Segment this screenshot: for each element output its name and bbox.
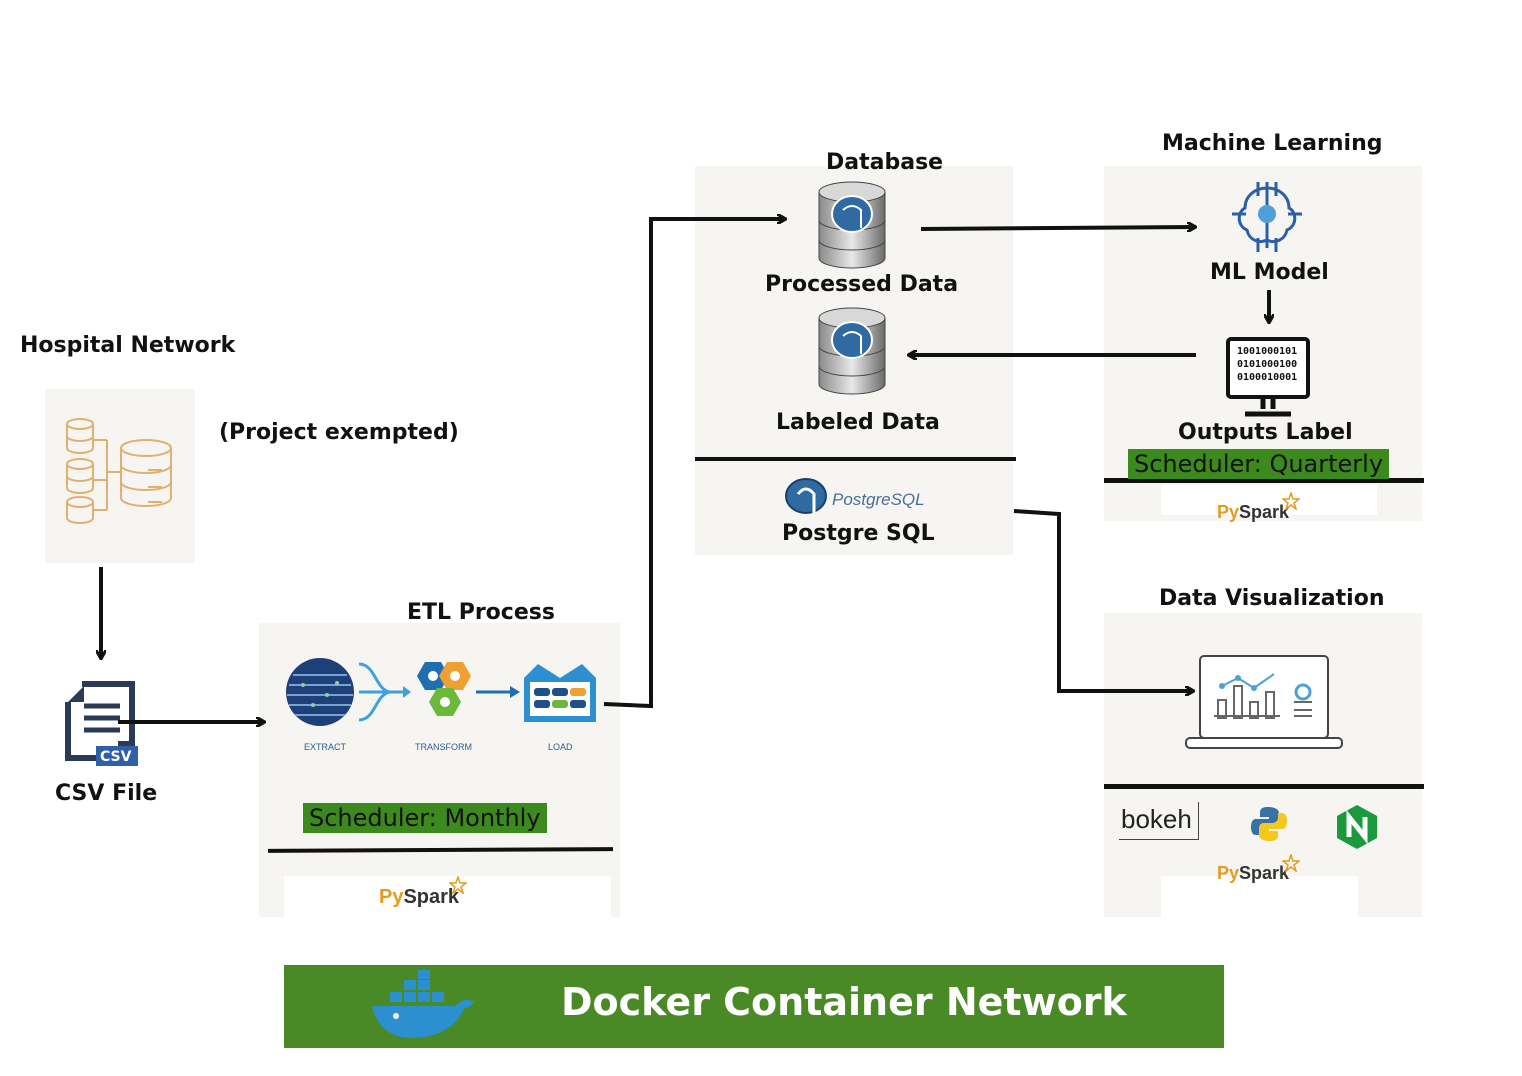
etl-pyspark-logo: PySpark [379,886,459,909]
viz-title: Data Visualization [1159,586,1385,611]
bokeh-underline [1119,839,1199,840]
etl-pyspark-spark: Spark [403,886,460,908]
viz-spark-star-icon [1282,854,1300,872]
viz-pyspark-py: Py [1217,863,1240,883]
ml-pyspark-spark: Spark [1239,502,1290,522]
ml-pyspark-logo: PySpark [1217,502,1289,523]
etl-title: ETL Process [407,600,555,625]
transform-arrow-icon [476,686,520,698]
docker-label: Docker Container Network [561,980,1127,1024]
load-warehouse-icon [524,664,596,722]
ml-pyspark-py: Py [1217,502,1240,522]
postgres-to-viz-arrow [1013,509,1193,691]
csv-badge-text: CSV [100,749,132,765]
etl-step-transform: TRANSFORM [415,742,472,752]
postgresql-engine-label: Postgre SQL [782,521,935,546]
processed-data-label: Processed Data [765,272,959,297]
ml-model-label: ML Model [1210,260,1329,285]
python-logo-icon [1251,807,1287,841]
extract-globe-icon [286,658,354,726]
etl-step-extract: EXTRACT [304,742,347,752]
laptop-dashboard-icon [1185,655,1343,749]
bokeh-logo: bokeh [1121,804,1192,834]
hospital-note: (Project exempted) [219,420,459,445]
transform-gears-icon [417,662,471,716]
binary-line-3: 0100010001 [1237,372,1298,383]
database-divider [695,457,1016,461]
etl-tool-box [284,876,611,917]
postgresql-logo-text: PostgreSQL [832,490,925,509]
docker-whale-icon [372,970,474,1038]
ml-scheduler: Scheduler: Quarterly [1128,449,1390,479]
etl-scheduler: Scheduler: Monthly [303,803,547,833]
viz-tool-box [1161,876,1358,917]
processed-db-icon [818,181,886,269]
etl-spark-star-icon [449,876,467,894]
binary-line-2: 0101000100 [1237,359,1298,370]
etl-step-load: LOAD [548,742,573,752]
ml-brain-icon [1232,182,1302,252]
ml-spark-star-icon [1282,492,1300,510]
database-to-ml-arrow [920,227,1195,229]
bokeh-bar [1198,802,1199,840]
viz-pyspark-logo: PySpark [1217,863,1289,884]
nginx-logo-icon [1337,805,1377,849]
viz-pyspark-spark: Spark [1239,863,1290,883]
csv-file-icon [65,681,138,766]
hospital-title: Hospital Network [20,333,236,358]
ml-divider [1104,478,1424,483]
postgresql-elephant-icon [785,478,827,516]
database-title: Database [826,150,944,175]
monitor-binary-icon [1226,337,1310,417]
outputs-label: Outputs Label [1178,420,1353,445]
hospital-database-icon [66,418,172,524]
extract-arrows-icon [358,662,411,722]
viz-divider [1104,784,1424,789]
etl-pyspark-py: Py [379,886,404,908]
binary-line-1: 1001000101 [1237,346,1298,357]
ml-tool-box [1161,485,1377,515]
labeled-db-icon [818,307,886,395]
etl-to-database-arrow [603,219,785,709]
ml-title: Machine Learning [1162,131,1383,156]
labeled-data-label: Labeled Data [776,410,940,435]
csv-file-label: CSV File [55,781,158,806]
